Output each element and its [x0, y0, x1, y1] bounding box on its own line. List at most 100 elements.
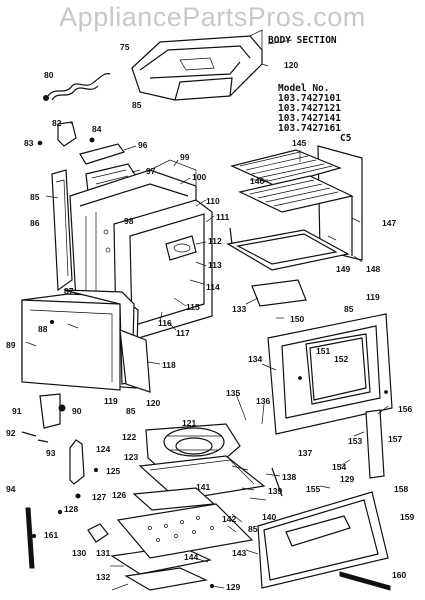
callout: 129: [226, 582, 240, 592]
callout: 119: [104, 396, 118, 406]
bracket-82: [57, 121, 77, 147]
callout: 158: [394, 484, 408, 494]
callout: 136: [256, 396, 270, 406]
callout: 131: [96, 548, 110, 558]
leader-lines: [25, 39, 389, 591]
callout: 142: [222, 514, 236, 524]
model-code: C5: [340, 133, 352, 144]
callout: 114: [206, 282, 220, 292]
storage-drawer: [257, 491, 391, 591]
model-number: 103.7427101: [278, 93, 341, 104]
callout: 126: [112, 490, 126, 500]
callout: 132: [96, 572, 110, 582]
screw-128: [57, 509, 63, 515]
callout: 97: [146, 166, 156, 176]
callout: 144: [184, 552, 198, 562]
callout: 121: [182, 418, 196, 428]
rod-140: [271, 467, 283, 497]
callout: 85: [30, 192, 40, 202]
callout: 84: [92, 124, 102, 134]
screw-161: [31, 533, 37, 539]
screw-93: [37, 439, 49, 443]
callout: 117: [176, 328, 190, 338]
callout: 86: [30, 218, 40, 228]
bracket-130: [87, 523, 109, 543]
callout: 155: [306, 484, 320, 494]
model-number: 103.7427141: [278, 113, 341, 124]
callout: 135: [226, 388, 240, 398]
callout: 113: [208, 260, 222, 270]
callout: 80: [44, 70, 54, 80]
callout: 125: [106, 466, 120, 476]
callout: 148: [366, 264, 380, 274]
callout: 75: [120, 42, 130, 52]
rail-132: [124, 567, 208, 591]
callout: 122: [122, 432, 136, 442]
oven-rack-assembly: [226, 145, 363, 307]
igniter-124: [69, 439, 85, 485]
callout: 112: [208, 236, 222, 246]
callout: 94: [6, 484, 16, 494]
oven-door: [21, 289, 139, 391]
callout: 145: [292, 138, 306, 148]
callout: 116: [158, 318, 172, 328]
callout: 129: [340, 474, 354, 484]
callout: 161: [44, 530, 58, 540]
callout: 127: [92, 492, 106, 502]
part-127: [75, 493, 81, 499]
section-title: BODY SECTION: [268, 35, 337, 46]
callout: 143: [232, 548, 246, 558]
callout: 115: [186, 302, 200, 312]
callout: 123: [124, 452, 138, 462]
model-label: Model No.: [278, 83, 330, 94]
callout: 91: [12, 406, 22, 416]
callout: 87: [64, 286, 74, 296]
callout: 85: [132, 100, 142, 110]
callout: 82: [52, 118, 62, 128]
callout: 120: [284, 60, 298, 70]
screw-92: [21, 431, 37, 437]
callout: 92: [6, 428, 16, 438]
screw-84: [89, 137, 95, 143]
callout: 83: [24, 138, 34, 148]
spring-cord: [43, 73, 111, 101]
callout: 124: [96, 444, 110, 454]
callout: 137: [298, 448, 312, 458]
callout: 152: [334, 354, 348, 364]
callout: 96: [138, 140, 148, 150]
callout: 85: [344, 304, 354, 314]
callout: 85: [248, 524, 258, 534]
callout: 89: [6, 340, 16, 350]
callout: 150: [290, 314, 304, 324]
model-number: 103.7427161: [278, 123, 341, 134]
callout: 98: [124, 216, 134, 226]
callout: 90: [72, 406, 82, 416]
callout: 133: [232, 304, 246, 314]
door-liner-118: [119, 329, 151, 393]
right-side-panel: [267, 313, 393, 435]
gasket: [305, 333, 371, 405]
callout: 138: [282, 472, 296, 482]
hinge-91: [39, 393, 61, 429]
burner-tray: [138, 455, 266, 501]
callout: 134: [248, 354, 262, 364]
model-number: 103.7427121: [278, 103, 341, 114]
callout: 141: [196, 482, 210, 492]
callout: 139: [268, 486, 282, 496]
callout: 130: [72, 548, 86, 558]
callout: 120: [146, 398, 160, 408]
callout: 151: [316, 346, 330, 356]
screw-125: [93, 467, 99, 473]
bottom-panel-144: [116, 503, 254, 559]
callout: 85: [126, 406, 136, 416]
callout: 88: [38, 324, 48, 334]
callout: 157: [388, 434, 402, 444]
callout: 153: [348, 436, 362, 446]
callout: 100: [192, 172, 206, 182]
callout: 118: [162, 360, 176, 370]
callout: 156: [398, 404, 412, 414]
callout: 159: [400, 512, 414, 522]
callout: 160: [392, 570, 406, 580]
